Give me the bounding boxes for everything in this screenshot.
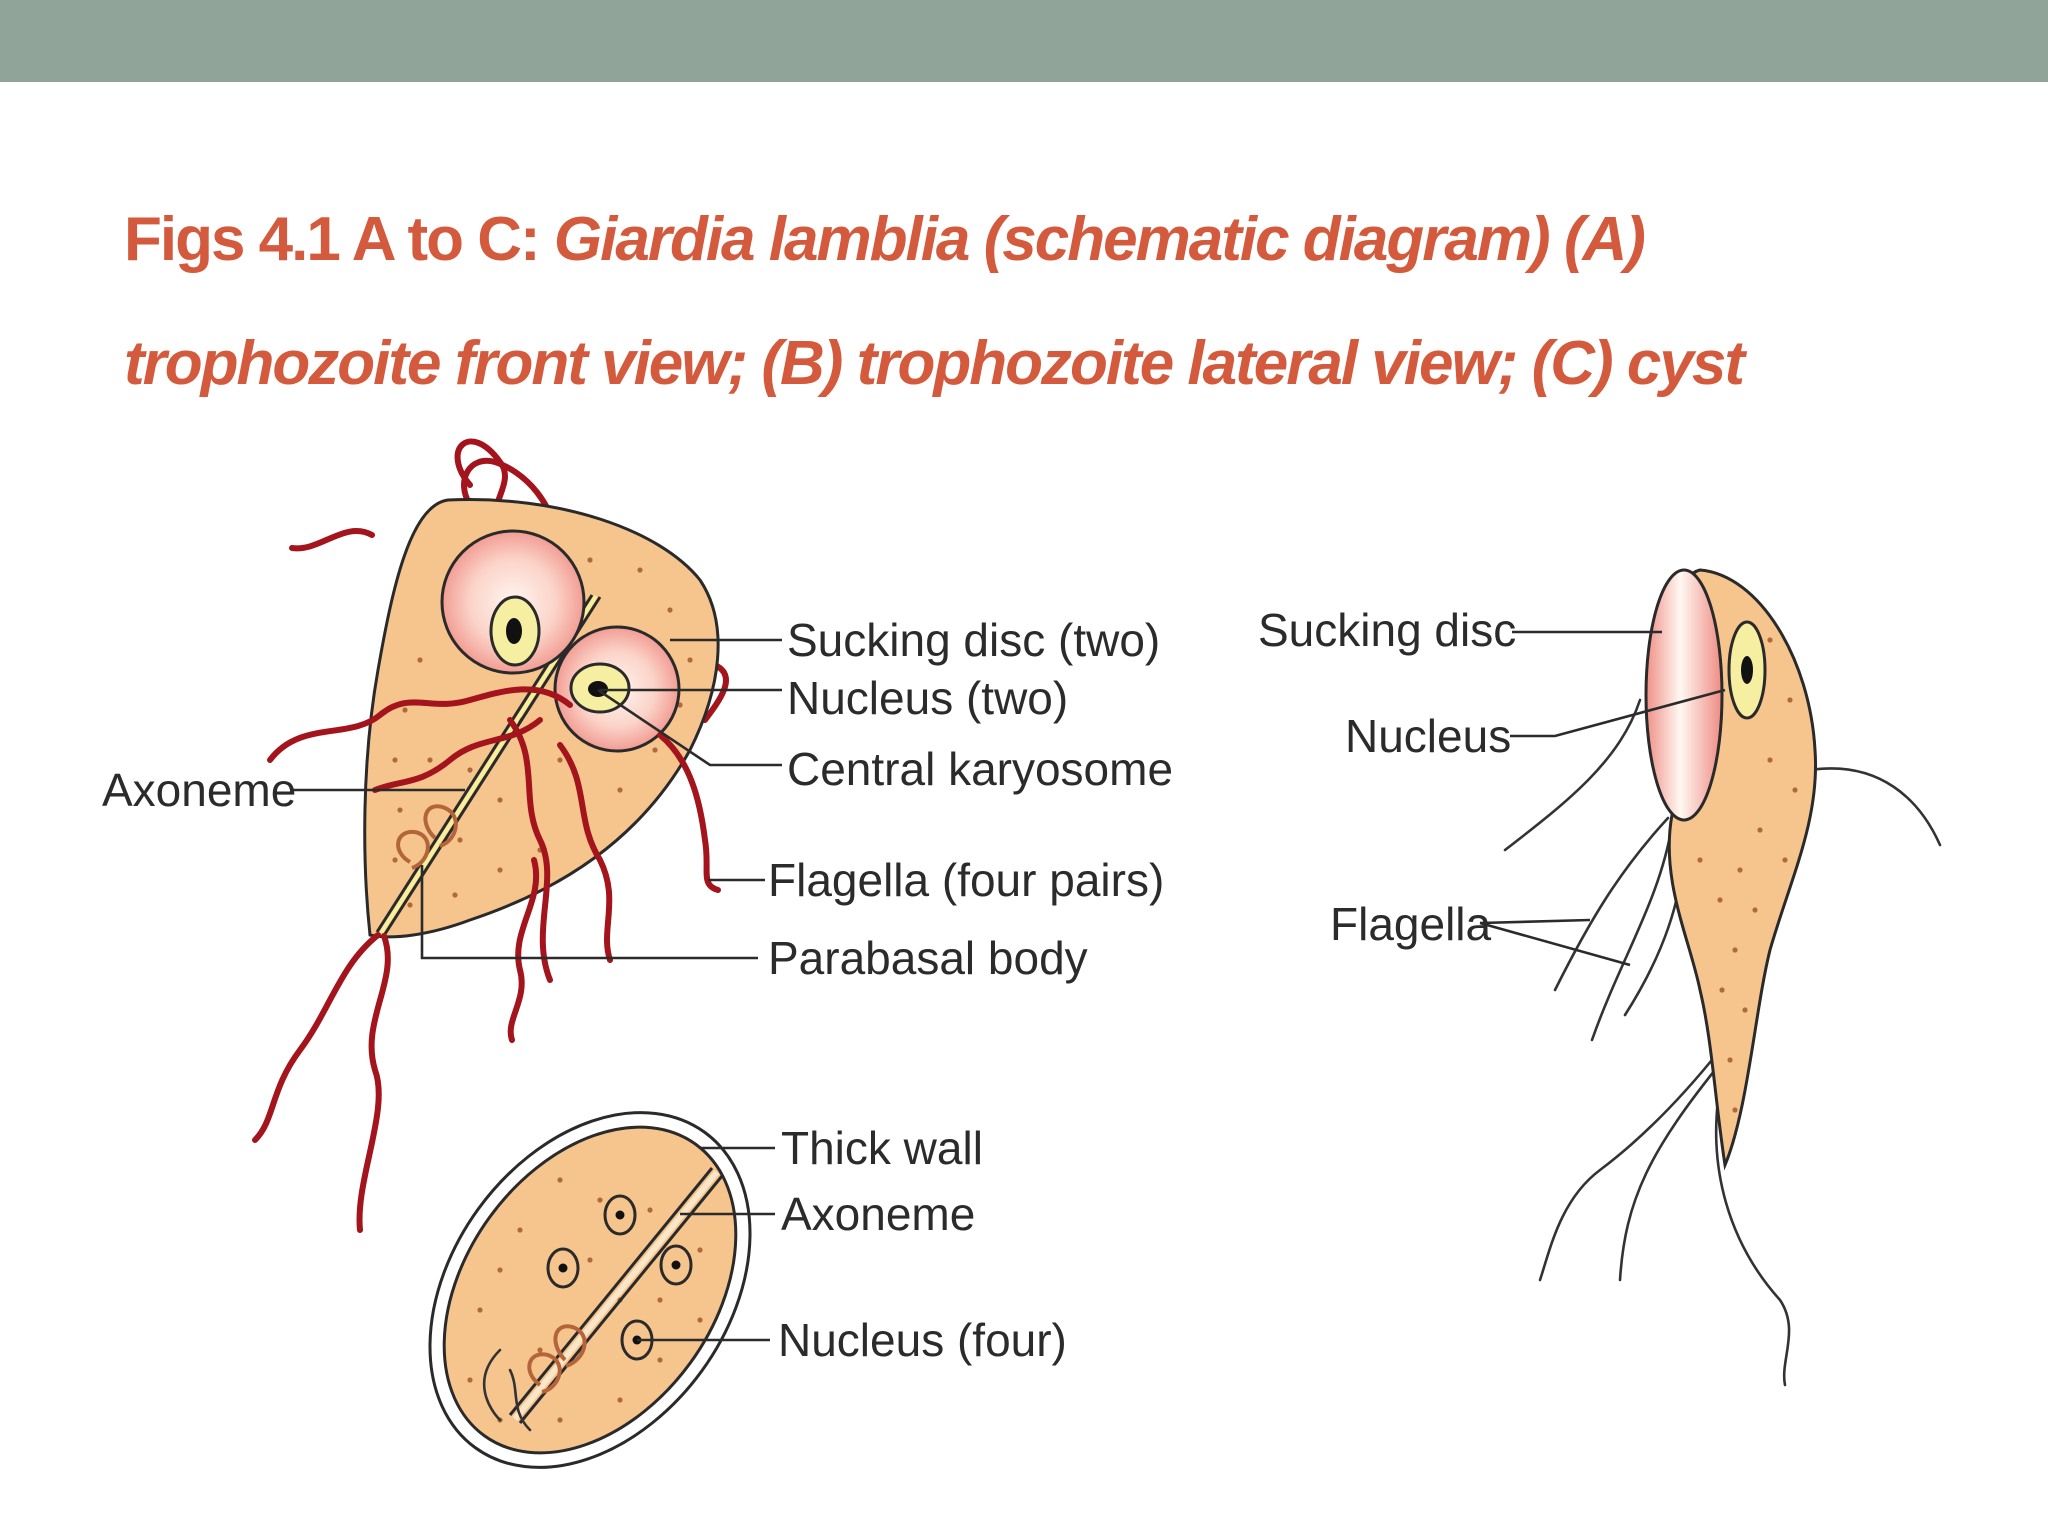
lateral-karyosome [1741,656,1753,684]
leader-lateral-nucleus [1510,688,1726,738]
lateral-flagellum-tail-1 [1538,1048,1722,1282]
front-karyosome-left [506,618,522,644]
label-front-flagella: Flagella (four pairs) [768,854,1164,906]
label-front-axoneme: Axoneme [102,764,296,816]
leader-front-karyosome [597,688,782,767]
header-bar [0,0,2048,82]
lateral-body-granules [1697,637,1798,1113]
leader-lateral-flagella [1479,918,1591,925]
lateral-view: Sucking disc Nucleus Flagella [1258,568,1942,1387]
label-front-sucking-disc: Sucking disc (two) [787,614,1160,666]
front-view: Sucking disc (two) Nucleus (two) Central… [102,438,1173,1233]
label-front-nucleus: Nucleus (two) [787,672,1068,724]
cyst-flagellum-1 [482,1348,502,1422]
front-flagellum-left-mid [372,717,543,793]
front-flagellum-tail-3 [507,857,540,1043]
label-cyst-axoneme: Axoneme [781,1188,975,1240]
leader-front-parabasal [420,865,758,960]
front-flagellum-center-down-1 [507,717,553,983]
cyst-flagellum-2 [508,1368,532,1432]
front-flagellum-tail-1 [252,932,381,1143]
cyst-parabasal-body [527,1324,587,1394]
front-flagellum-top-left [289,527,375,552]
label-lateral-nucleus: Nucleus [1345,710,1511,762]
label-cyst-nucleus: Nucleus (four) [778,1314,1067,1366]
cyst-body [442,1125,738,1455]
front-flagellum-right-down [657,732,721,893]
lateral-flagellum-2 [1553,816,1670,992]
label-lateral-sucking-disc: Sucking disc [1258,604,1516,656]
front-flagellum-center-down-2 [557,742,613,963]
lateral-flagellum-3 [1590,823,1674,1042]
lateral-flagellum-1 [1503,698,1642,852]
label-lateral-flagella: Flagella [1330,898,1492,950]
title-prefix: Figs 4.1 A to C: [124,205,554,274]
title-italic: Giardia lamblia (schematic diagram) (A) … [124,205,1745,398]
label-front-parabasal: Parabasal body [768,932,1088,984]
cyst-axoneme [508,1167,714,1416]
front-parabasal-body [396,804,458,870]
lateral-sucking-disc [1644,568,1724,822]
lateral-flagellum-right [1808,767,1942,847]
label-cyst-thick-wall: Thick wall [781,1122,983,1174]
lateral-flagellum-tail-3 [1714,1063,1791,1387]
label-front-karyosome: Central karyosome [787,743,1173,795]
front-flagellum-left-upper [267,686,573,763]
front-flagellum-tail-2 [356,933,391,1233]
leader-lateral-flagella-2 [1479,921,1631,967]
cyst: Thick wall Axoneme Nucleus (four) [428,1111,1067,1469]
lateral-flagellum-tail-2 [1618,1058,1725,1282]
slide-title: Figs 4.1 A to C: Giardia lamblia (schema… [124,178,1944,426]
